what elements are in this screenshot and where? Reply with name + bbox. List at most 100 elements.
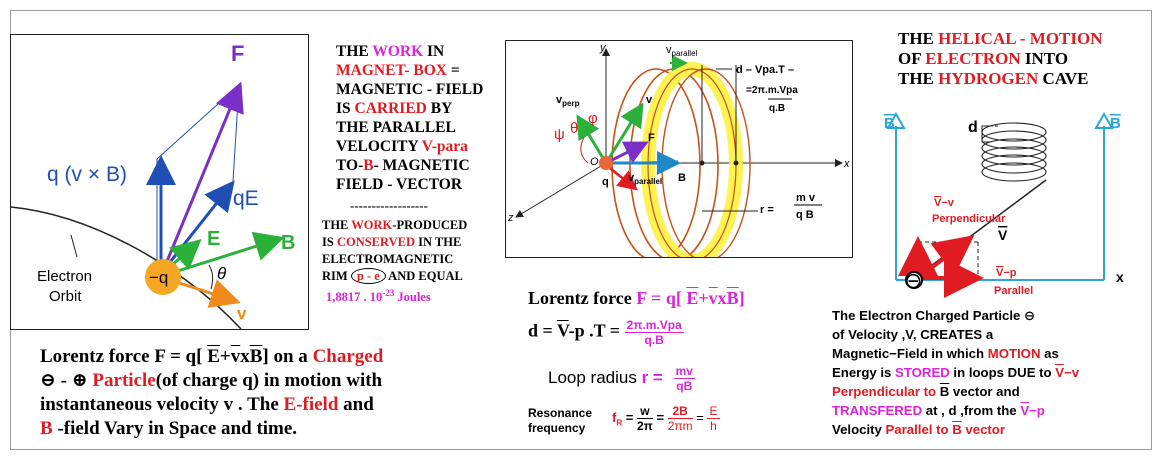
- d-formula-line-3: q.B: [769, 103, 785, 114]
- desc-line-4: Energy is STORED in loops DUE to V−v: [832, 365, 1080, 380]
- desc-line-7: Velocity Parallel to B vector: [832, 422, 1005, 437]
- label-y: y: [599, 42, 607, 54]
- label-phi: φ: [588, 110, 598, 127]
- lorentz-caption: Lorentz force F = q[ E+vxB] on a Charged…: [40, 345, 383, 441]
- label-b: B: [281, 232, 295, 254]
- red-vector: [605, 164, 638, 191]
- work-line-3: MAGNETIC - FIELD: [336, 81, 484, 98]
- helix-ring-svg: y x z O q vparallel vperp v F vparallel …: [507, 42, 850, 268]
- label-d4: d: [968, 119, 978, 136]
- formula-lorentz: Lorentz force F = q[ E+vxB]: [528, 288, 745, 308]
- desc-line-3: Magnetic−Field in which MOTION as: [832, 346, 1059, 361]
- v-diag-vector: [916, 235, 975, 280]
- label-o: O: [590, 156, 599, 168]
- title-row-3: THE HYDROGEN CAVE: [898, 69, 1089, 88]
- label-vparallel-top: vparallel: [666, 44, 698, 58]
- helix-coil: [981, 122, 1047, 182]
- label-big-v: V: [998, 227, 1008, 243]
- label-q: q: [602, 176, 609, 188]
- d-formula-line-2: =2π.m.Vpa: [746, 85, 798, 96]
- helical-description: The Electron Charged Particle ⊖ of Veloc…: [832, 306, 1079, 439]
- conserved-line-4: RIM p - e AND EQUAL: [322, 268, 463, 284]
- label-b3: B: [678, 172, 686, 184]
- construction-line: [156, 84, 240, 160]
- caption-line-4: B -field Vary in Space and time.: [40, 418, 298, 439]
- label-b-left: B: [884, 115, 895, 132]
- work-line-5: THE PARALLEL: [336, 119, 456, 136]
- title-row-2: OF ELECTRON INTO: [898, 49, 1069, 68]
- electron-charge: [145, 259, 181, 295]
- label-f3: F: [648, 132, 655, 144]
- r-num: m v: [796, 192, 816, 204]
- label-qe: qE: [233, 187, 259, 210]
- label-vparallel: vparallel: [628, 172, 662, 186]
- label-e: E: [207, 228, 220, 250]
- caption-line-2: ⊖ - ⊕ Particle(of charge q) in motion wi…: [40, 370, 383, 391]
- b-vector: [605, 160, 679, 164]
- d-bracket: [981, 125, 990, 143]
- helix-ring-diagram: y x z O q vparallel vperp v F vparallel …: [505, 40, 853, 268]
- electron-minus-circle: [905, 271, 923, 289]
- p-e-circled: p - e: [350, 268, 386, 284]
- work-line-4: IS CARRIED BY: [336, 100, 453, 117]
- minus-sign: ⊖: [904, 268, 922, 293]
- b-field-vector: [164, 231, 285, 277]
- f-vector: [605, 141, 649, 165]
- label-theta3: θ: [570, 120, 578, 137]
- label-v-p: V−p: [996, 267, 1017, 279]
- charge-q-sphere: [599, 156, 613, 170]
- label-qvxb: q (v × B): [47, 163, 127, 186]
- title-row-1: THE HELICAL - MOTION: [898, 29, 1103, 48]
- desc-line-5: Perpendicular to B vector and: [832, 384, 1020, 399]
- label-orbit: Orbit: [49, 288, 82, 305]
- label-electron: Electron: [37, 268, 92, 285]
- lorentz-vector-svg: F q (v × B) qE E B −q θ v Electron Orbit: [10, 41, 295, 330]
- b-field-arrowhead-right: [1094, 111, 1114, 129]
- label-vperp: vperp: [556, 94, 580, 108]
- b-field-arrowhead-left: [886, 111, 906, 129]
- work-line-8: FIELD - VECTOR: [336, 176, 463, 193]
- vperp-vector: [576, 114, 608, 164]
- conserved-line-5: 1,8817 . 10-23 Joules: [326, 288, 431, 305]
- ring-point: [699, 160, 705, 166]
- r-den: q B: [796, 209, 814, 221]
- label-parallel: Parallel: [994, 285, 1033, 297]
- force-f-vector: [161, 81, 244, 272]
- helical-motion-svg: ⊖ B B d V−v Perpendicular V V−p Parallel…: [884, 111, 1124, 298]
- lorentz-vector-diagram: F q (v × B) qE E B −q θ v Electron Orbit: [10, 34, 309, 330]
- d-formula-line-1: d – Vpa.T –: [736, 64, 794, 76]
- conserved-line-3: ELECTROMAGNETIC: [322, 252, 454, 266]
- conserved-line-1: THE WORK-PRODUCED: [322, 218, 468, 232]
- formula-resonance-label: Resonance frequency: [528, 406, 593, 435]
- label-v3: v: [646, 94, 653, 106]
- caption-line-3: instantaneous velocity v . The E-field a…: [40, 394, 374, 415]
- orbit-pointer-line: [70, 234, 78, 258]
- label-b-right: B: [1110, 115, 1121, 132]
- angle-arcs: [580, 136, 589, 164]
- desc-line-1: The Electron Charged Particle ⊖: [832, 308, 1036, 323]
- work-conserved-text: THE WORK-PRODUCED IS CONSERVED IN THE EL…: [322, 217, 467, 306]
- desc-line-6: TRANSFERED at , d ,from the V−p: [832, 403, 1045, 418]
- label-theta: θ: [217, 264, 227, 283]
- work-magnet-box-text: THE WORK IN MAGNET- BOX = MAGNETIC - FIE…: [336, 42, 483, 194]
- label-x: x: [843, 158, 850, 170]
- label-psi: ψ: [554, 126, 565, 143]
- v-vector: [604, 102, 644, 164]
- label-v-v: V−v: [934, 197, 955, 209]
- work-line-1: THE WORK IN: [336, 43, 445, 60]
- label-v: v: [237, 304, 247, 323]
- conserved-line-2: IS CONSERVED IN THE: [322, 235, 462, 249]
- ring-point: [733, 160, 739, 166]
- work-line-6: VELOCITY V-para: [336, 138, 468, 155]
- label-perpendicular: Perpendicular: [932, 213, 1006, 225]
- helical-motion-diagram: ⊖ B B d V−v Perpendicular V V−p Parallel…: [878, 96, 1140, 302]
- axis-z: [515, 162, 607, 218]
- r-eq-label: r =: [760, 204, 774, 216]
- label-f: F: [231, 41, 244, 66]
- work-separator: ------------------: [350, 198, 428, 213]
